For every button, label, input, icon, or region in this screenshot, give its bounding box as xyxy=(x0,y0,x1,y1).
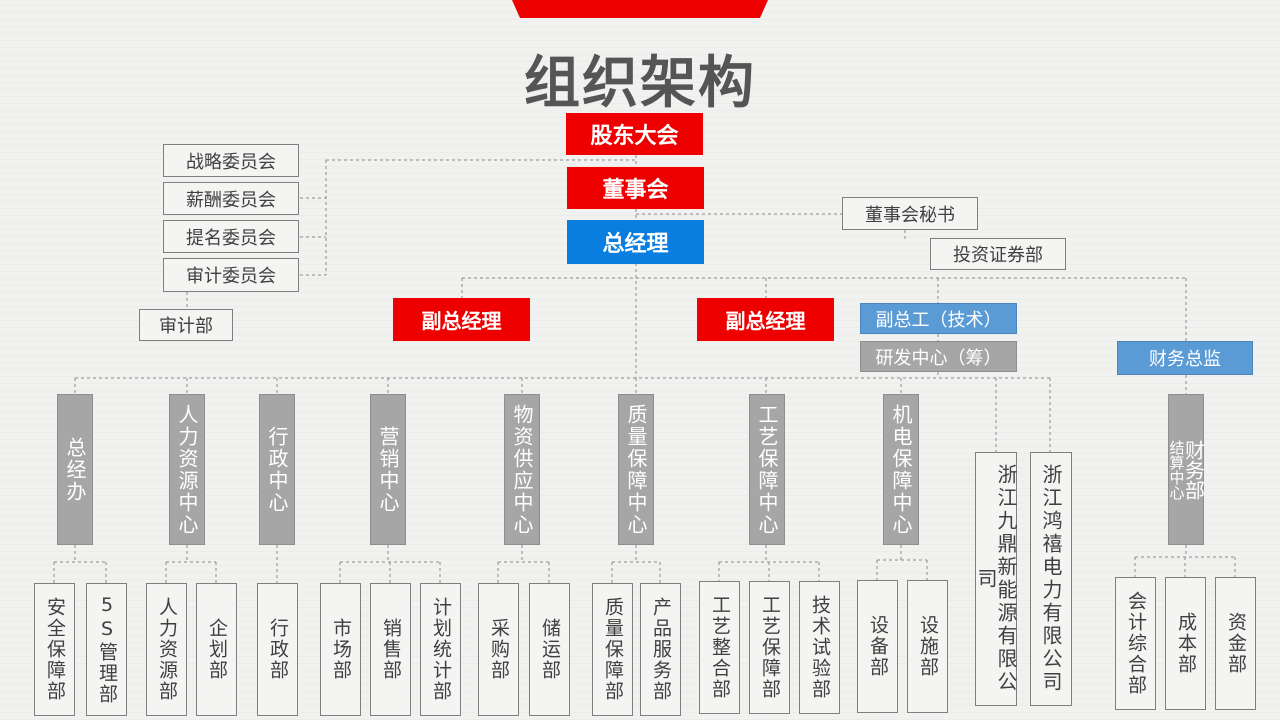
storage-transport-dept-box[interactable]: 储运部 xyxy=(529,583,570,716)
quality-center-column[interactable]: 质量保障中心 xyxy=(618,394,654,545)
product-service-dept-box[interactable]: 产品服务部 xyxy=(640,583,681,716)
rd-center-box[interactable]: 研发中心（筹） xyxy=(860,341,1017,372)
settlement-center-label: 结算中心 xyxy=(1167,439,1186,500)
admin-center-column[interactable]: 行政中心 xyxy=(259,394,295,545)
general-manager-box[interactable]: 总经理 xyxy=(567,220,704,264)
jiuding-subsidiary-column[interactable]: 浙江九鼎新能源有限公司 xyxy=(974,452,1018,706)
general-office-column[interactable]: 总经办 xyxy=(57,394,93,545)
technical-test-dept-box[interactable]: 技术试验部 xyxy=(799,581,840,714)
process-assurance-dept-box[interactable]: 工艺保障部 xyxy=(749,581,790,714)
securities-department-box[interactable]: 投资证券部 xyxy=(930,238,1066,270)
safety-dept-box[interactable]: 安全保障部 xyxy=(34,583,75,716)
finance-center-column[interactable]: 财务部 结算中心 xyxy=(1167,394,1206,545)
planning-statistics-dept-box[interactable]: 计划统计部 xyxy=(420,583,461,716)
deputy-chief-engineer-box[interactable]: 副总工（技术） xyxy=(860,303,1017,334)
hongxi-subsidiary-column[interactable]: 浙江鸿禧电力有限公司 xyxy=(1030,452,1072,706)
audit-department-box[interactable]: 审计部 xyxy=(139,309,233,341)
equipment-dept-box[interactable]: 设备部 xyxy=(857,580,898,713)
board-secretary-box[interactable]: 董事会秘书 xyxy=(842,197,978,230)
funds-dept-box[interactable]: 资金部 xyxy=(1215,577,1256,710)
process-center-column[interactable]: 工艺保障中心 xyxy=(749,394,785,545)
market-dept-box[interactable]: 市场部 xyxy=(320,583,361,716)
page-title: 组织架构 xyxy=(524,51,756,116)
purchasing-dept-box[interactable]: 采购部 xyxy=(478,583,519,716)
facilities-dept-box[interactable]: 设施部 xyxy=(907,580,948,713)
cost-dept-box[interactable]: 成本部 xyxy=(1165,577,1206,710)
vice-general-manager-1-box[interactable]: 副总经理 xyxy=(393,298,530,341)
top-red-banner xyxy=(512,0,768,18)
admin-dept-box[interactable]: 行政部 xyxy=(257,583,298,716)
compensation-committee-box[interactable]: 薪酬委员会 xyxy=(163,182,299,215)
audit-committee-box[interactable]: 审计委员会 xyxy=(163,258,299,292)
marketing-center-column[interactable]: 营销中心 xyxy=(370,394,406,545)
cfo-box[interactable]: 财务总监 xyxy=(1117,341,1253,375)
accounting-dept-box[interactable]: 会计综合部 xyxy=(1115,577,1156,710)
board-of-directors-box[interactable]: 董事会 xyxy=(567,167,704,209)
nomination-committee-box[interactable]: 提名委员会 xyxy=(163,220,299,253)
finance-department-label: 财务部 xyxy=(1181,439,1206,500)
5s-management-dept-box[interactable]: 5S管理部 xyxy=(86,583,127,716)
sales-dept-box[interactable]: 销售部 xyxy=(370,583,411,716)
shareholders-meeting-box[interactable]: 股东大会 xyxy=(566,113,703,155)
process-integration-dept-box[interactable]: 工艺整合部 xyxy=(699,581,740,714)
hr-center-column[interactable]: 人力资源中心 xyxy=(169,394,205,545)
strategy-committee-box[interactable]: 战略委员会 xyxy=(163,144,299,177)
electromech-center-column[interactable]: 机电保障中心 xyxy=(883,394,919,545)
hr-dept-box[interactable]: 人力资源部 xyxy=(146,583,187,716)
supply-center-column[interactable]: 物资供应中心 xyxy=(504,394,540,545)
quality-dept-box[interactable]: 质量保障部 xyxy=(592,583,633,716)
planning-dept-box[interactable]: 企划部 xyxy=(196,583,237,716)
vice-general-manager-2-box[interactable]: 副总经理 xyxy=(697,298,834,341)
